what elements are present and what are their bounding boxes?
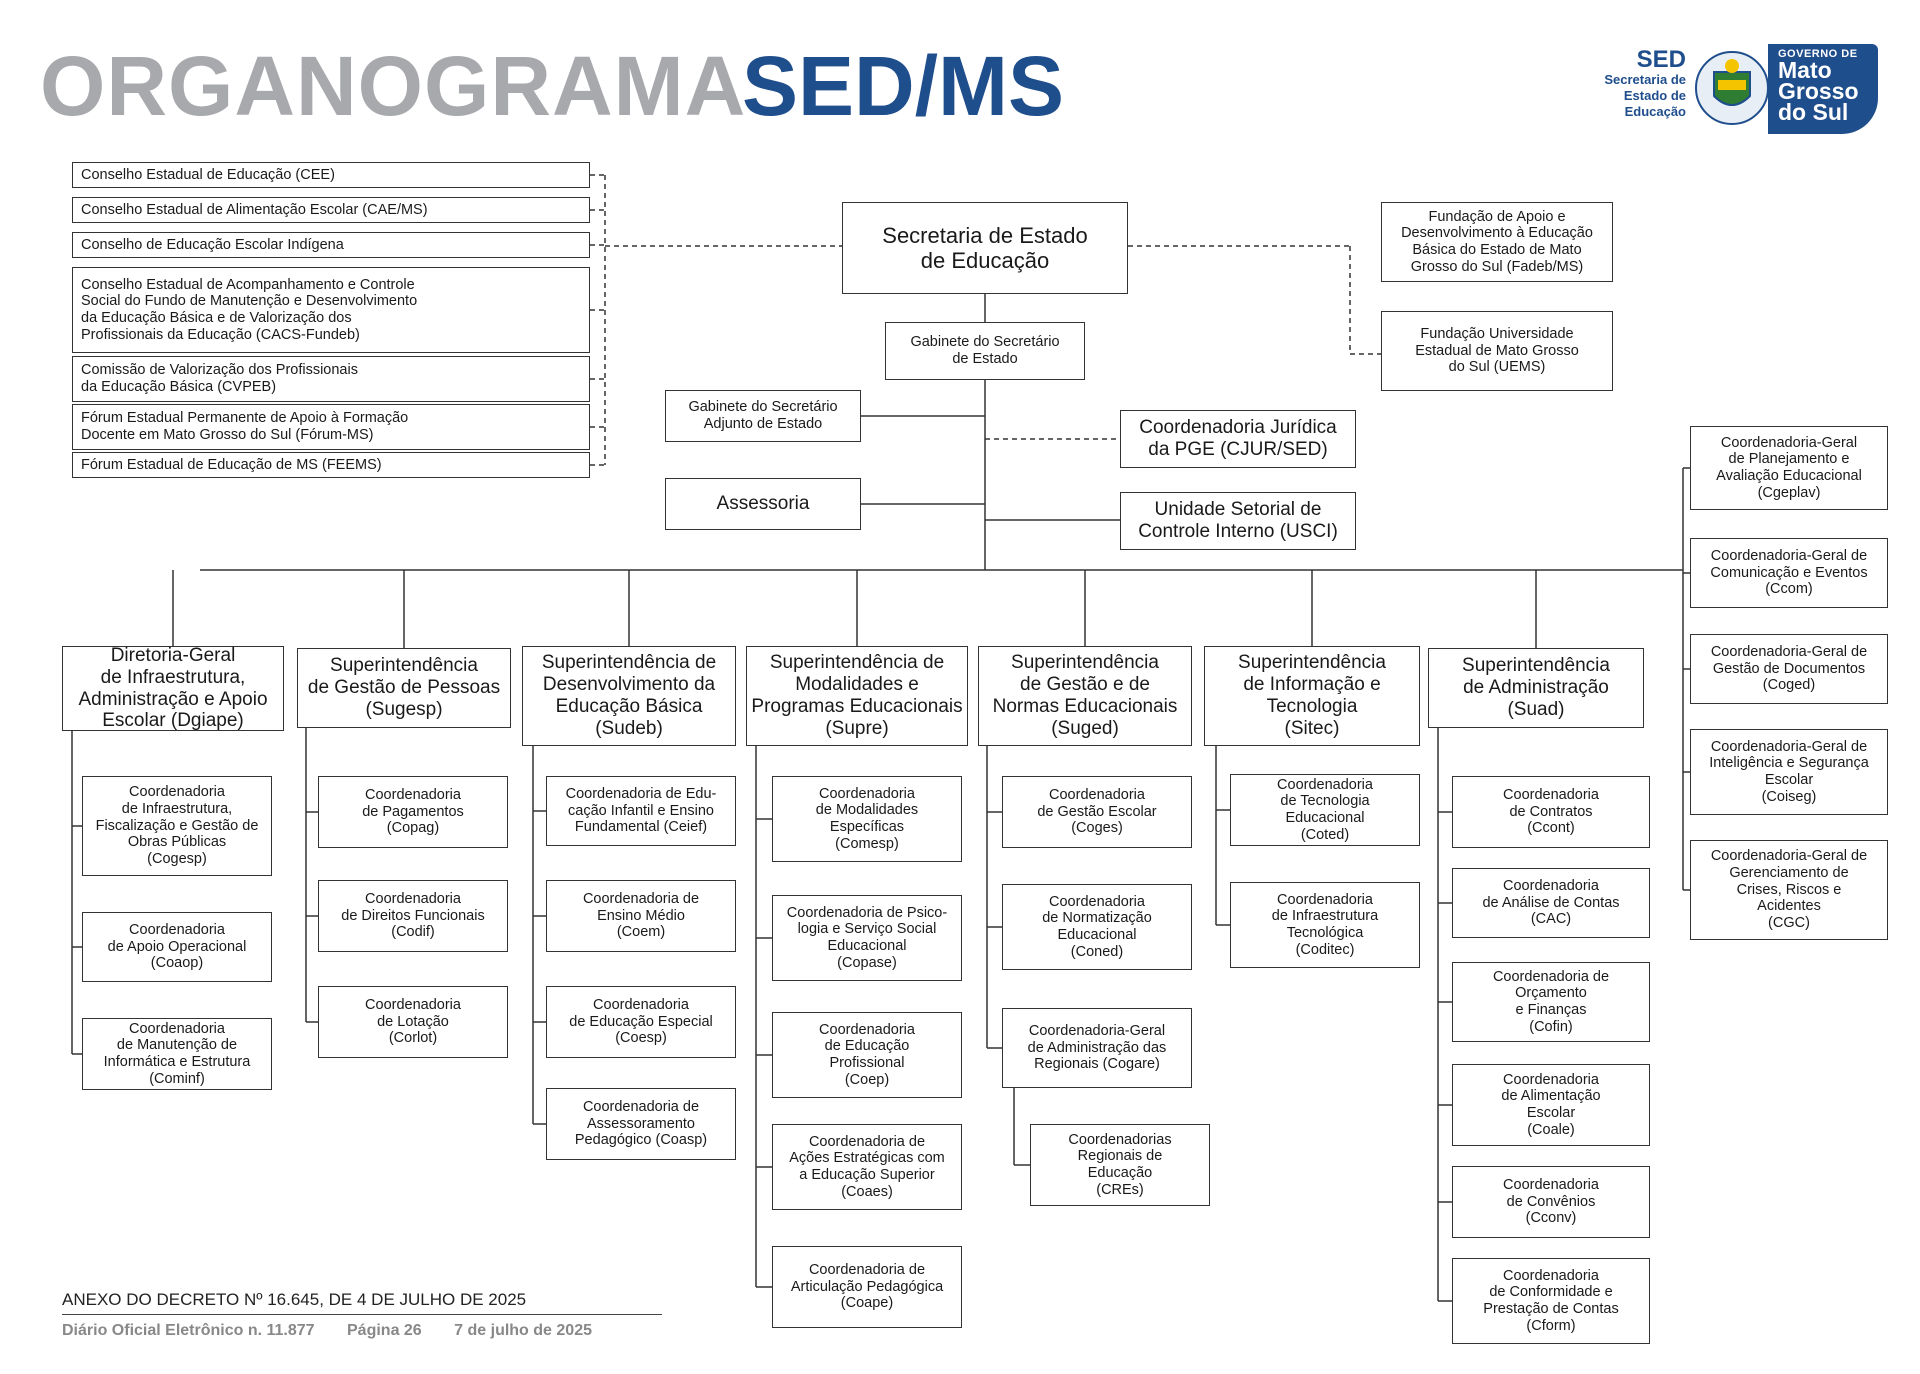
gabinete-adjunto-box: Gabinete do Secretário Adjunto de Estado	[665, 390, 861, 442]
coordinadoria-box: Coordenadoria de Psico- logia e Serviço …	[772, 895, 962, 981]
coordinadoria-box: Coordenadoria de Lotação (Corlot)	[318, 986, 508, 1058]
council-box: Fórum Estadual de Educação de MS (FEEMS)	[72, 452, 590, 478]
coordinadoria-box: Coordenadoria de Normatização Educaciona…	[1002, 884, 1192, 970]
gov-logo-line2: Mato	[1778, 57, 1832, 83]
coordinadoria-box: Coordenadoria de Educação Profissional (…	[772, 1012, 962, 1098]
footer-divider	[62, 1314, 662, 1315]
column-head-box: Superintendência de Informação e Tecnolo…	[1204, 646, 1420, 746]
coordinadoria-box: Coordenadoria de Modalidades Específicas…	[772, 776, 962, 862]
fadeb-box: Fundação de Apoio e Desenvolvimento à Ed…	[1381, 202, 1613, 282]
right-coordinadoria-box: Coordenadoria-Geral de Inteligência e Se…	[1690, 729, 1888, 815]
decree-annex-label: ANEXO DO DECRETO Nº 16.645, DE 4 DE JULH…	[62, 1290, 527, 1309]
uems-box: Fundação Universidade Estadual de Mato G…	[1381, 311, 1613, 391]
column-head-box: Superintendência de Administração (Suad)	[1428, 648, 1644, 728]
right-coordinadoria-box: Coordenadoria-Geral de Comunicação e Eve…	[1690, 538, 1888, 608]
coordinadoria-box: Coordenadoria de Gestão Escolar (Coges)	[1002, 776, 1192, 848]
council-box: Conselho de Educação Escolar Indígena	[72, 232, 590, 258]
coordinadoria-box: Coordenadoria de Articulação Pedagógica …	[772, 1246, 962, 1328]
right-coordinadoria-box: Coordenadoria-Geral de Gestão de Documen…	[1690, 634, 1888, 704]
column-head-box: Superintendência de Gestão e de Normas E…	[978, 646, 1192, 746]
coordinadoria-box: Coordenadoria de Educação Especial (Coes…	[546, 986, 736, 1058]
council-box: Fórum Estadual Permanente de Apoio à For…	[72, 404, 590, 450]
coordinadoria-box: Coordenadoria de Orçamento e Finanças (C…	[1452, 962, 1650, 1042]
footer-page-number: Página 26	[347, 1322, 422, 1339]
footer-date: 7 de julho de 2025	[454, 1322, 592, 1339]
coordinadoria-box: Coordenadoria de Apoio Operacional (Coao…	[82, 912, 272, 982]
coordinadoria-box: Coordenadoria de Alimentação Escolar (Co…	[1452, 1064, 1650, 1146]
secretaria-box: Secretaria de Estado de Educação	[842, 202, 1128, 294]
right-coordinadoria-box: Coordenadoria-Geral de Gerenciamento de …	[1690, 840, 1888, 940]
usci-box: Unidade Setorial de Controle Interno (US…	[1120, 492, 1356, 550]
coordinadoria-box: Coordenadoria de Manutenção de Informáti…	[82, 1018, 272, 1090]
coordinadoria-box: Coordenadoria de Tecnologia Educacional …	[1230, 774, 1420, 846]
sed-logo-abbr: SED	[1636, 46, 1686, 73]
sed-logo-line1: Secretaria de	[1604, 72, 1686, 87]
council-box: Conselho Estadual de Acompanhamento e Co…	[72, 267, 590, 353]
gabinete-box: Gabinete do Secretário de Estado	[885, 322, 1085, 380]
gov-logo-line4: do Sul	[1778, 99, 1849, 125]
column-head-box: Superintendência de Gestão de Pessoas (S…	[297, 648, 511, 728]
council-box: Comissão de Valorização dos Profissionai…	[72, 356, 590, 402]
column-head-box: Superintendência de Modalidades e Progra…	[746, 646, 968, 746]
sed-logo: SED Secretaria de Estado de Educação	[1590, 48, 1686, 120]
sed-logo-line3: Educação	[1624, 104, 1686, 119]
coordinadoria-box: Coordenadoria de Análise de Contas (CAC)	[1452, 868, 1650, 938]
council-box: Conselho Estadual de Educação (CEE)	[72, 162, 590, 188]
footer-diario-number: Diário Oficial Eletrônico n. 11.877	[62, 1322, 315, 1339]
footer-publication: Diário Oficial Eletrônico n. 11.877 Pági…	[62, 1322, 620, 1340]
coordinadoria-box: Coordenadoria de Edu- cação Infantil e E…	[546, 776, 736, 846]
assessoria-box: Assessoria	[665, 478, 861, 530]
page-title-prefix: ORGANOGRAMA	[40, 39, 747, 133]
coordinadoria-box: Coordenadoria de Pagamentos (Copag)	[318, 776, 508, 848]
gov-logo-line1: GOVERNO DE	[1778, 48, 1858, 60]
coordinadoria-box: Coordenadoria de Direitos Funcionais (Co…	[318, 880, 508, 952]
column-head-box: Superintendência de Desenvolvimento da E…	[522, 646, 736, 746]
right-coordinadoria-box: Coordenadoria-Geral de Planejamento e Av…	[1690, 426, 1888, 510]
sed-logo-line2: Estado de	[1623, 88, 1686, 103]
coordinadoria-box: Coordenadorias Regionais de Educação (CR…	[1030, 1124, 1210, 1206]
coordinadoria-box: Coordenadoria de Ensino Médio (Coem)	[546, 880, 736, 952]
coordinadoria-box: Coordenadoria de Ações Estratégicas com …	[772, 1124, 962, 1210]
coordinadoria-box: Coordenadoria de Assessoramento Pedagógi…	[546, 1088, 736, 1160]
government-logo: GOVERNO DE Mato Grosso do Sul	[1768, 44, 1878, 134]
coordinadoria-box: Coordenadoria de Contratos (Ccont)	[1452, 776, 1650, 848]
coordinadoria-box: Coordenadoria-Geral de Administração das…	[1002, 1008, 1192, 1088]
state-crest-icon	[1695, 51, 1769, 125]
cjur-box: Coordenadoria Jurídica da PGE (CJUR/SED)	[1120, 410, 1356, 468]
coordinadoria-box: Coordenadoria de Conformidade e Prestaçã…	[1452, 1258, 1650, 1344]
coordinadoria-box: Coordenadoria de Convênios (Cconv)	[1452, 1166, 1650, 1238]
coordinadoria-box: Coordenadoria de Infraestrutura Tecnológ…	[1230, 882, 1420, 968]
council-box: Conselho Estadual de Alimentação Escolar…	[72, 197, 590, 223]
page-title-main: SED/MS	[742, 39, 1065, 133]
coordinadoria-box: Coordenadoria de Infraestrutura, Fiscali…	[82, 776, 272, 876]
column-head-box: Diretoria-Geral de Infraestrutura, Admin…	[62, 645, 284, 731]
gov-logo-line3: Grosso	[1778, 78, 1859, 104]
